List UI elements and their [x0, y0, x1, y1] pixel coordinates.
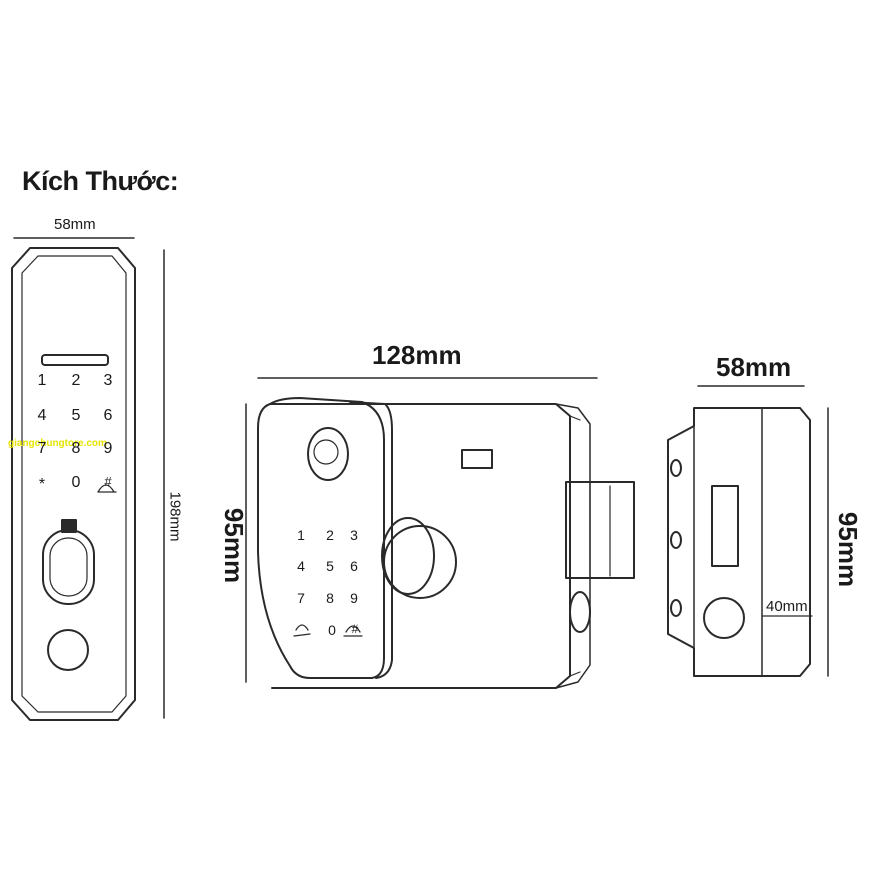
- front-key: 2: [71, 372, 81, 389]
- body-key: 6: [350, 558, 358, 574]
- front-key: 3: [103, 372, 113, 389]
- front-key: #: [104, 474, 112, 489]
- front-width-label: 58mm: [54, 216, 96, 233]
- front-key: 9: [103, 440, 113, 457]
- front-key: 5: [71, 407, 81, 424]
- front-key: 0: [71, 474, 81, 491]
- body-height-label: 95mm: [219, 507, 250, 584]
- body-key: #: [351, 622, 359, 636]
- watermark-text: giangchungtore.com: [8, 438, 107, 449]
- body-key: 1: [297, 527, 305, 543]
- body-key: 9: [350, 590, 358, 606]
- body-key: 0: [328, 622, 336, 638]
- front-key: 4: [37, 407, 47, 424]
- page-title: Kích Thước:: [22, 166, 179, 196]
- side-height-label: 95mm: [833, 511, 864, 588]
- side-width-label: 58mm: [716, 352, 792, 382]
- hole-diameter-label: 40mm: [766, 598, 808, 615]
- body-key: 8: [326, 590, 334, 606]
- body-key: 3: [350, 527, 358, 543]
- front-panel-outline: [11, 237, 165, 721]
- body-key: 4: [297, 558, 305, 574]
- side-view-outline: [667, 385, 829, 677]
- front-key: *: [38, 476, 46, 493]
- lock-body-outline: [245, 377, 635, 689]
- front-key: 6: [103, 407, 113, 424]
- front-key: 8: [71, 440, 81, 457]
- front-height-label: 198mm: [166, 491, 184, 542]
- body-key: 7: [297, 590, 305, 606]
- front-key: 7: [37, 440, 47, 457]
- body-key: 2: [326, 527, 334, 543]
- front-key: 1: [37, 372, 47, 389]
- body-key: 5: [326, 558, 334, 574]
- body-width-label: 128mm: [372, 340, 462, 370]
